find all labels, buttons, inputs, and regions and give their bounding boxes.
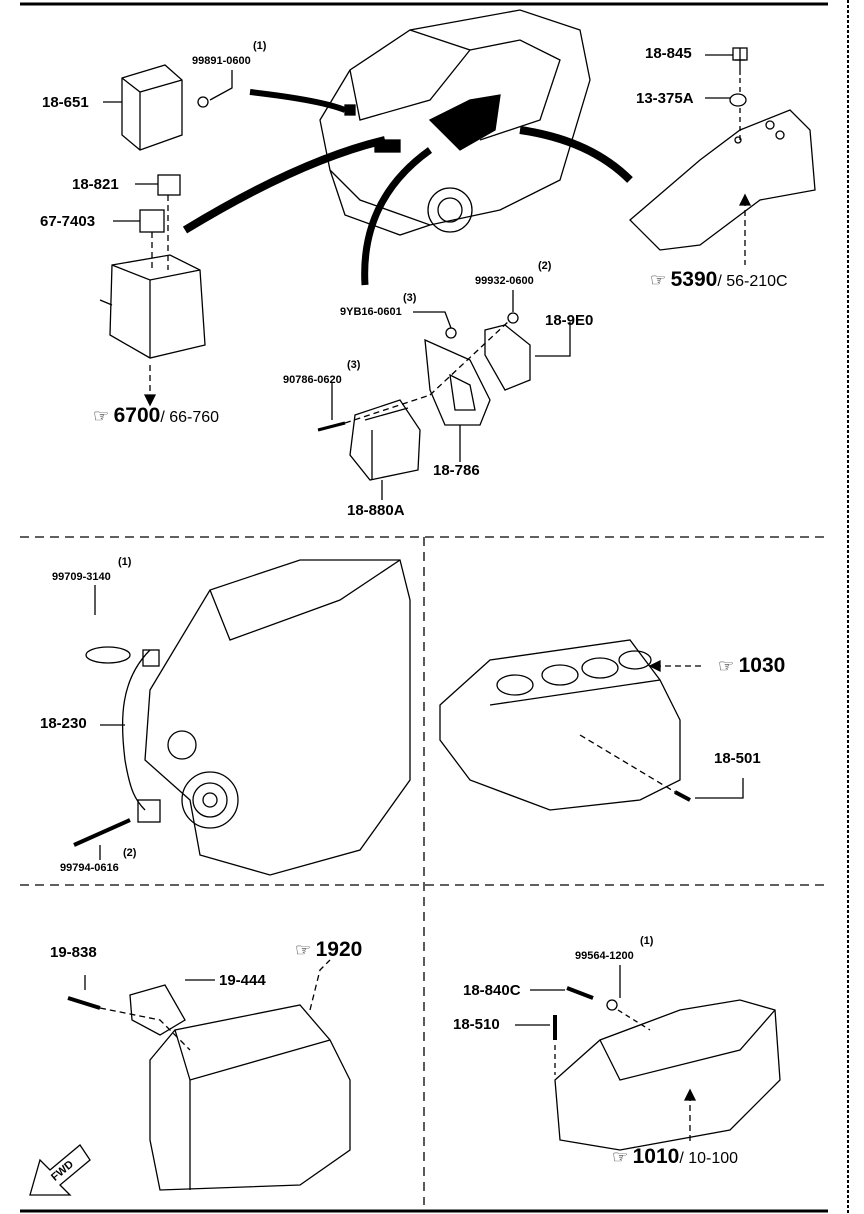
part-19-444-label[interactable]: 19-444 [219, 972, 266, 989]
bolt-99794-part [73, 818, 131, 847]
part-99564-label[interactable]: 99564-1200 [575, 950, 634, 962]
bolt-90786-part [317, 421, 346, 432]
sensor-18-840c-part [566, 986, 594, 1000]
ref-1010-number: 1010 [632, 1145, 680, 1168]
qty-99891: (1) [253, 40, 267, 52]
leader-18-9e0 [535, 322, 571, 357]
part-9yb16-label[interactable]: 9YB16-0601 [340, 306, 402, 318]
dash-sensors [151, 195, 169, 270]
dash-head [554, 1009, 651, 1075]
qty-9yb16: (3) [403, 292, 417, 304]
ref-6700-page: / 66-760 [160, 409, 220, 426]
pointing-hand-icon: ☞ [650, 270, 667, 290]
qty-90786: (3) [347, 359, 361, 371]
nut-99932-part [507, 312, 519, 324]
pointing-hand-icon: ☞ [295, 940, 312, 960]
cover-5390-part [629, 109, 816, 251]
part-99891-label[interactable]: 99891-0600 [192, 55, 251, 67]
part-18-880a-label[interactable]: 18-880A [347, 502, 405, 519]
part-18-9e0-label[interactable]: 18-9E0 [545, 312, 594, 329]
part-99709-label[interactable]: 99709-3140 [52, 571, 111, 583]
callout-cover [519, 126, 633, 183]
grommet-13-375a-part [729, 93, 747, 107]
part-18-510-label[interactable]: 18-510 [453, 1016, 500, 1033]
bolt-18-845-part [735, 48, 745, 75]
leader-18-501 [695, 778, 744, 799]
dash-1920 [309, 959, 331, 1011]
relay-18-651-part [121, 64, 209, 151]
qty-99709: (1) [118, 556, 132, 568]
ref-5390-page: / 56-210C [717, 273, 788, 290]
part-90786-label[interactable]: 90786-0620 [283, 374, 342, 386]
callout-bracket [361, 147, 433, 286]
fwd-arrow-icon [29, 1144, 91, 1196]
cylinder-head-1010-part [554, 999, 781, 1151]
ref-1010[interactable]: ☞ 1010/ 10-100 [612, 1145, 738, 1169]
part-99932-label[interactable]: 99932-0600 [475, 275, 534, 287]
callout-relay [249, 89, 347, 113]
callout-abs [182, 136, 386, 234]
part-13-375a-label[interactable]: 13-375A [636, 90, 694, 107]
part-18-501-label[interactable]: 18-501 [714, 750, 761, 767]
leader-99891 [209, 70, 233, 101]
bracket-18-9e0-part [484, 324, 531, 391]
ref-1030-number: 1030 [738, 654, 786, 677]
transmission-1920-part [149, 1004, 351, 1191]
clamp-99709-part [85, 646, 131, 664]
ref-6700[interactable]: ☞ 6700/ 66-760 [93, 404, 219, 428]
part-99794-label[interactable]: 99794-0616 [60, 862, 119, 874]
vehicle-illustration [319, 9, 591, 236]
sensor-18-230-connector [142, 649, 160, 667]
arrow-5390 [738, 193, 752, 206]
part-18-651-label[interactable]: 18-651 [42, 94, 89, 111]
engine-front-part [144, 559, 411, 876]
qty-99564: (1) [640, 935, 654, 947]
sensor-18-501-part [674, 790, 691, 802]
part-67-7403-label[interactable]: 67-7403 [40, 213, 96, 230]
dash-19-444 [99, 1007, 191, 1051]
arrow-1010 [683, 1088, 697, 1101]
ref-5390[interactable]: ☞ 5390/ 56-210C [650, 268, 788, 292]
abs-unit-part [99, 254, 206, 359]
leader-9yb16 [413, 311, 452, 329]
ref-1920[interactable]: ☞ 1920 [295, 938, 362, 962]
ref-1010-page: / 10-100 [679, 1150, 739, 1167]
dash-18-501 [579, 734, 681, 796]
qty-99794: (2) [123, 847, 137, 859]
washer-99564-part [606, 999, 618, 1011]
ref-1030[interactable]: ☞ 1030 [718, 654, 785, 678]
arrow-1030 [648, 659, 661, 673]
nut-9yb16-part [445, 327, 457, 339]
module-18-880a-part [349, 399, 421, 481]
pointing-hand-icon: ☞ [93, 406, 110, 426]
ref-6700-number: 6700 [113, 404, 161, 427]
pointing-hand-icon: ☞ [612, 1147, 629, 1167]
engine-block-1030-part [439, 639, 681, 811]
ref-5390-number: 5390 [670, 268, 718, 291]
sensor-67-7403-part [139, 209, 165, 233]
sensor-18-230-wire [121, 649, 151, 811]
sensor-18-821-part [157, 174, 181, 196]
part-18-845-label[interactable]: 18-845 [645, 45, 692, 62]
part-18-840c-label[interactable]: 18-840C [463, 982, 521, 999]
sensor-18-230-body [137, 799, 161, 823]
qty-99932: (2) [538, 260, 552, 272]
part-18-786-label[interactable]: 18-786 [433, 462, 480, 479]
part-18-821-label[interactable]: 18-821 [72, 176, 119, 193]
pointing-hand-icon: ☞ [718, 656, 735, 676]
bolt-19-838-part [67, 996, 101, 1010]
bolt-18-845-head [732, 47, 748, 61]
switch-19-444-part [129, 984, 186, 1036]
dash-bracket [344, 319, 511, 424]
bracket-18-786-part [424, 338, 491, 426]
ref-1920-number: 1920 [315, 938, 363, 961]
part-18-230-label[interactable]: 18-230 [40, 715, 87, 732]
arrow-6700 [143, 394, 157, 407]
part-19-838-label[interactable]: 19-838 [50, 944, 97, 961]
